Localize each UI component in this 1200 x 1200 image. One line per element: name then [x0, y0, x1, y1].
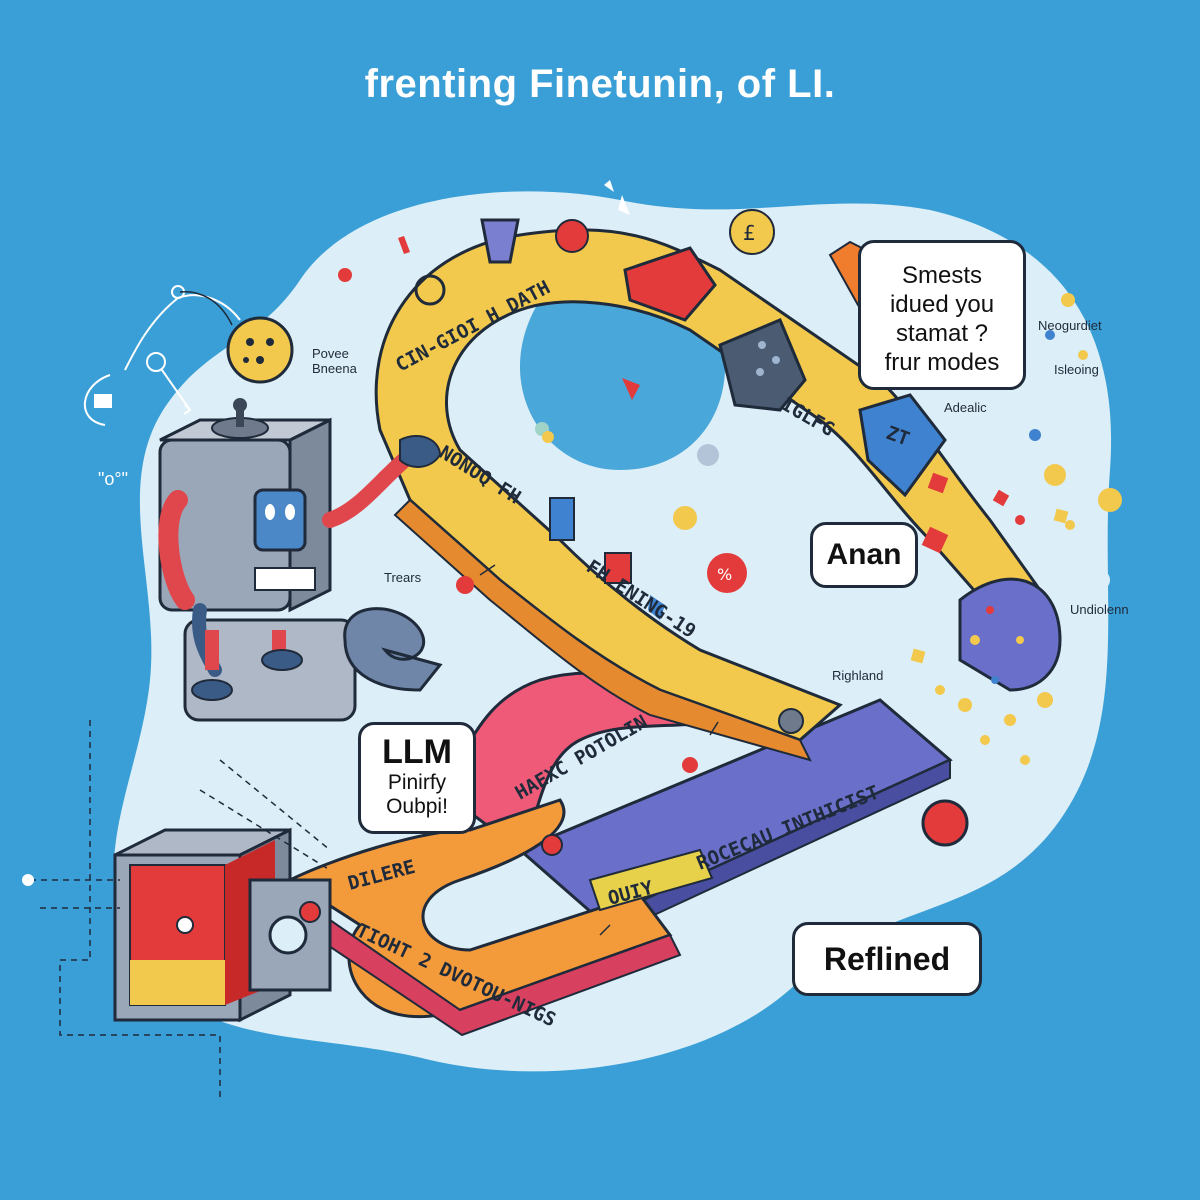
bubble-line-1: Smests	[861, 261, 1023, 290]
gear-coin	[228, 318, 292, 382]
label-neogurdiet: Neogurdiet	[1038, 318, 1102, 333]
bubble-line-4: frur modes	[861, 348, 1023, 377]
speech-bubble-llm: LLM Pinirfy Oubpi!	[358, 722, 476, 834]
label-power: Povee Bneena	[312, 346, 357, 376]
bubble-line-2: idued you	[861, 290, 1023, 319]
blue-pillar	[550, 498, 574, 540]
guide-dot	[22, 874, 34, 886]
sketch-quote: "o°"	[98, 469, 128, 489]
label-power-line-1: Povee	[312, 346, 357, 361]
bubble-line-3: stamat ?	[861, 319, 1023, 348]
llm-line-1: Pinirfy	[361, 771, 473, 795]
label-power-line-2: Bneena	[312, 361, 357, 376]
svg-text:£: £	[743, 221, 756, 245]
speech-bubble-question: Smests idued you stamat ? frur modes	[858, 240, 1026, 390]
label-righland: Righland	[832, 668, 883, 683]
label-trears: Trears	[384, 570, 421, 585]
page-title: frenting Finetunin, of LI.	[0, 62, 1200, 107]
red-knob	[556, 220, 588, 252]
label-undiolenn: Undiolenn	[1070, 602, 1129, 617]
red-wheel	[923, 801, 967, 845]
llm-title: LLM	[361, 733, 473, 771]
label-isleoing: Isleoing	[1054, 362, 1099, 377]
speech-bubble-refined: Reflined	[792, 922, 982, 996]
purple-cup-icon	[482, 220, 518, 262]
llm-line-2: Oubpi!	[361, 795, 473, 819]
speech-bubble-anan: Anan	[810, 522, 918, 588]
label-adealic: Adealic	[944, 400, 987, 415]
svg-text:%: %	[717, 565, 732, 584]
